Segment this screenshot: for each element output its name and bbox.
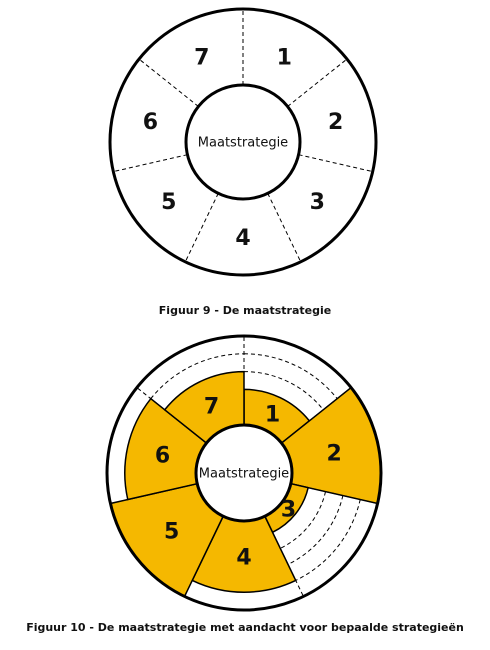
- segment-6-label: 6: [143, 110, 158, 135]
- guide-ring-arc: [243, 371, 324, 411]
- outer-ring: [108, 7, 378, 277]
- segment-2-label: 2: [328, 110, 343, 135]
- segment-divider: [298, 154, 373, 173]
- segment-6-label: 6: [155, 443, 170, 468]
- figure-9-caption: Figuur 9 - De maatstrategie: [158, 304, 332, 317]
- segment-3-label: 3: [281, 497, 296, 522]
- maatstrategie-emphasis-wheel: Maatstrategie 1 2 3 4 5 6 7: [105, 334, 383, 612]
- segment-7-label: 7: [194, 45, 209, 70]
- segment-1-label: 1: [277, 45, 292, 70]
- segment-divider: [281, 387, 352, 444]
- segment-4-label: 4: [235, 226, 250, 251]
- segment-1-label: 1: [265, 403, 280, 428]
- segment-5-label: 5: [164, 520, 179, 545]
- segment-divider: [264, 516, 304, 597]
- center-label: Maatstrategie: [198, 136, 288, 151]
- outer-ring: [105, 334, 383, 612]
- segment-divider: [138, 58, 199, 107]
- segment-divider: [136, 387, 207, 444]
- segment-divider: [267, 193, 302, 263]
- segment-divider: [184, 193, 219, 263]
- segment-divider: [287, 58, 348, 107]
- center-label: Maatstrategie: [199, 467, 289, 482]
- segment-divider: [290, 483, 378, 504]
- segment-divider: [110, 483, 198, 504]
- segment-2-label: 2: [327, 441, 342, 466]
- guide-ring-arc: [280, 491, 326, 549]
- guide-ring-arc: [287, 495, 344, 565]
- guide-ring-arc: [295, 499, 361, 581]
- center-circle: [194, 423, 294, 523]
- center-circle: [184, 83, 302, 201]
- segment-5-label: 5: [161, 190, 176, 215]
- segment-divider: [113, 154, 188, 173]
- segment-4-label: 4: [236, 546, 251, 571]
- segment-7-label: 7: [204, 395, 219, 420]
- segment-3-label: 3: [310, 190, 325, 215]
- segment-divider: [184, 516, 224, 597]
- figure-10-caption: Figuur 10 - De maatstrategie met aandach…: [26, 621, 464, 634]
- maatstrategie-wheel: Maatstrategie 1 2 3 4 5 6 7: [108, 7, 378, 277]
